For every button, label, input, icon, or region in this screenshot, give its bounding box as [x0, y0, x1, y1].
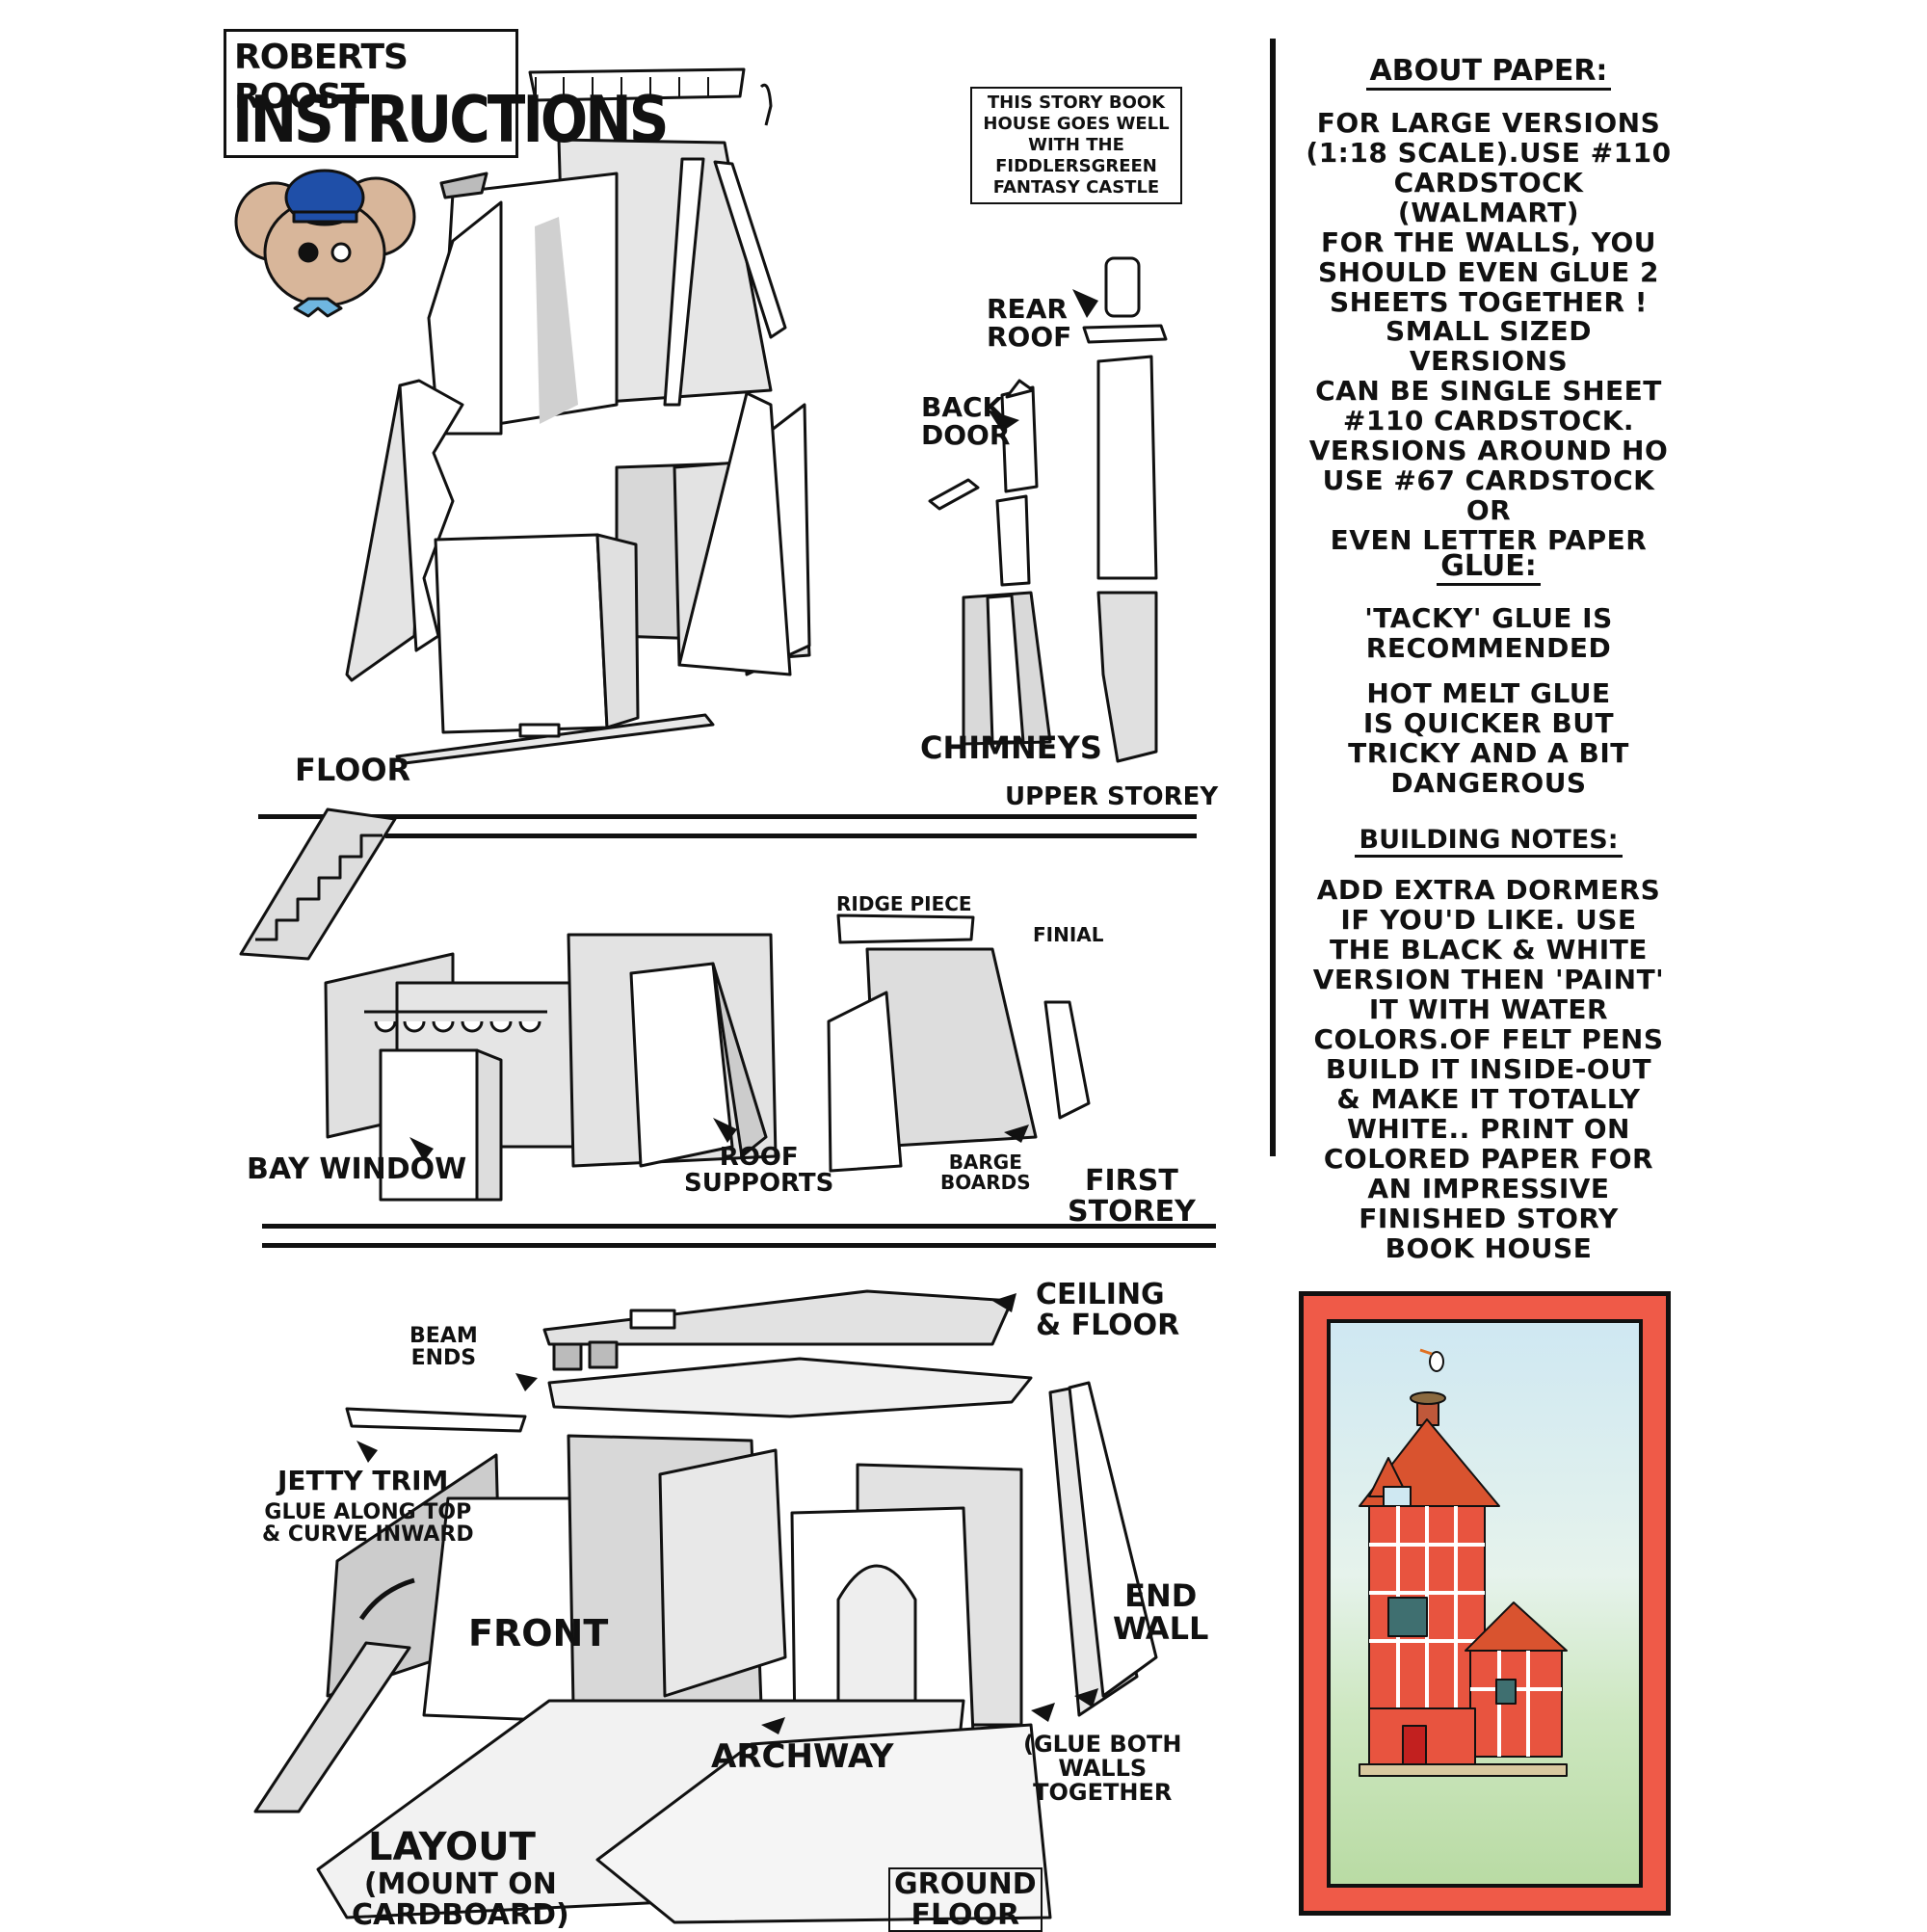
- building-notes-p1: ADD EXTRA DORMERS IF YOU'D LIKE. USE THE…: [1306, 875, 1672, 1263]
- about-paper-p1: FOR LARGE VERSIONS (1:18 SCALE).USE #110…: [1306, 108, 1672, 317]
- label-layout-note: (MOUNT ON CARDBOARD): [352, 1869, 569, 1930]
- label-first-storey: FIRST STOREY: [1068, 1166, 1196, 1227]
- label-finial: FINIAL: [1033, 925, 1104, 945]
- about-paper-heading: ABOUT PAPER:: [1306, 54, 1672, 88]
- label-ground-floor: GROUND FLOOR: [888, 1867, 1043, 1932]
- label-jetty-note: GLUE ALONG TOP & CURVE INWARD: [262, 1501, 474, 1546]
- glue-heading: GLUE:: [1306, 549, 1672, 583]
- upper-walls: [347, 381, 809, 763]
- label-beam-ends: BEAM ENDS: [409, 1325, 478, 1369]
- label-rear-roof: REAR ROOF: [987, 295, 1071, 352]
- mouse-mascot-drawing: [236, 171, 414, 316]
- label-barge-boards: BARGE BOARDS: [940, 1152, 1031, 1193]
- title-box: ROBERTS ROOST INSTRUCTIONS: [224, 29, 518, 158]
- building-notes-heading: BUILDING NOTES:: [1306, 825, 1672, 855]
- label-front: FRONT: [468, 1615, 608, 1654]
- storybook-house-drawing: [1331, 1323, 1643, 1888]
- label-upper-storey: UPPER STOREY: [1005, 784, 1218, 810]
- label-archway: ARCHWAY: [711, 1740, 894, 1775]
- label-back-door: BACK DOOR: [921, 393, 1010, 450]
- house-illustration: [1327, 1319, 1643, 1888]
- label-bay-window: BAY WINDOW: [247, 1154, 466, 1185]
- about-paper-p3: VERSIONS AROUND HO USE #67 CARDSTOCK OR …: [1306, 436, 1672, 555]
- glue-p2: HOT MELT GLUE IS QUICKER BUT TRICKY AND …: [1306, 678, 1672, 798]
- label-end-wall: END WALL: [1113, 1580, 1208, 1645]
- label-chimneys: CHIMNEYS: [920, 732, 1102, 765]
- label-glue-both-walls: (GLUE BOTH WALLS TOGETHER: [1023, 1733, 1182, 1806]
- fiddlersgreen-note: THIS STORY BOOK HOUSE GOES WELL WITH THE…: [970, 87, 1182, 204]
- label-ceiling-floor: CEILING & FLOOR: [1036, 1280, 1179, 1340]
- about-paper-p2: SMALL SIZED VERSIONS CAN BE SINGLE SHEET…: [1306, 316, 1672, 436]
- title-line-2: INSTRUCTIONS: [232, 82, 667, 157]
- label-roof-supports: ROOF SUPPORTS: [684, 1145, 833, 1198]
- label-layout: LAYOUT: [368, 1827, 536, 1867]
- label-jetty-trim: JETTY TRIM: [277, 1467, 448, 1495]
- label-floor: FLOOR: [295, 754, 410, 787]
- house-picture-frame: [1299, 1291, 1671, 1916]
- label-ridge-piece: RIDGE PIECE: [836, 894, 972, 914]
- stair-upper: [241, 809, 395, 959]
- glue-p1: 'TACKY' GLUE IS RECOMMENDED: [1306, 603, 1672, 663]
